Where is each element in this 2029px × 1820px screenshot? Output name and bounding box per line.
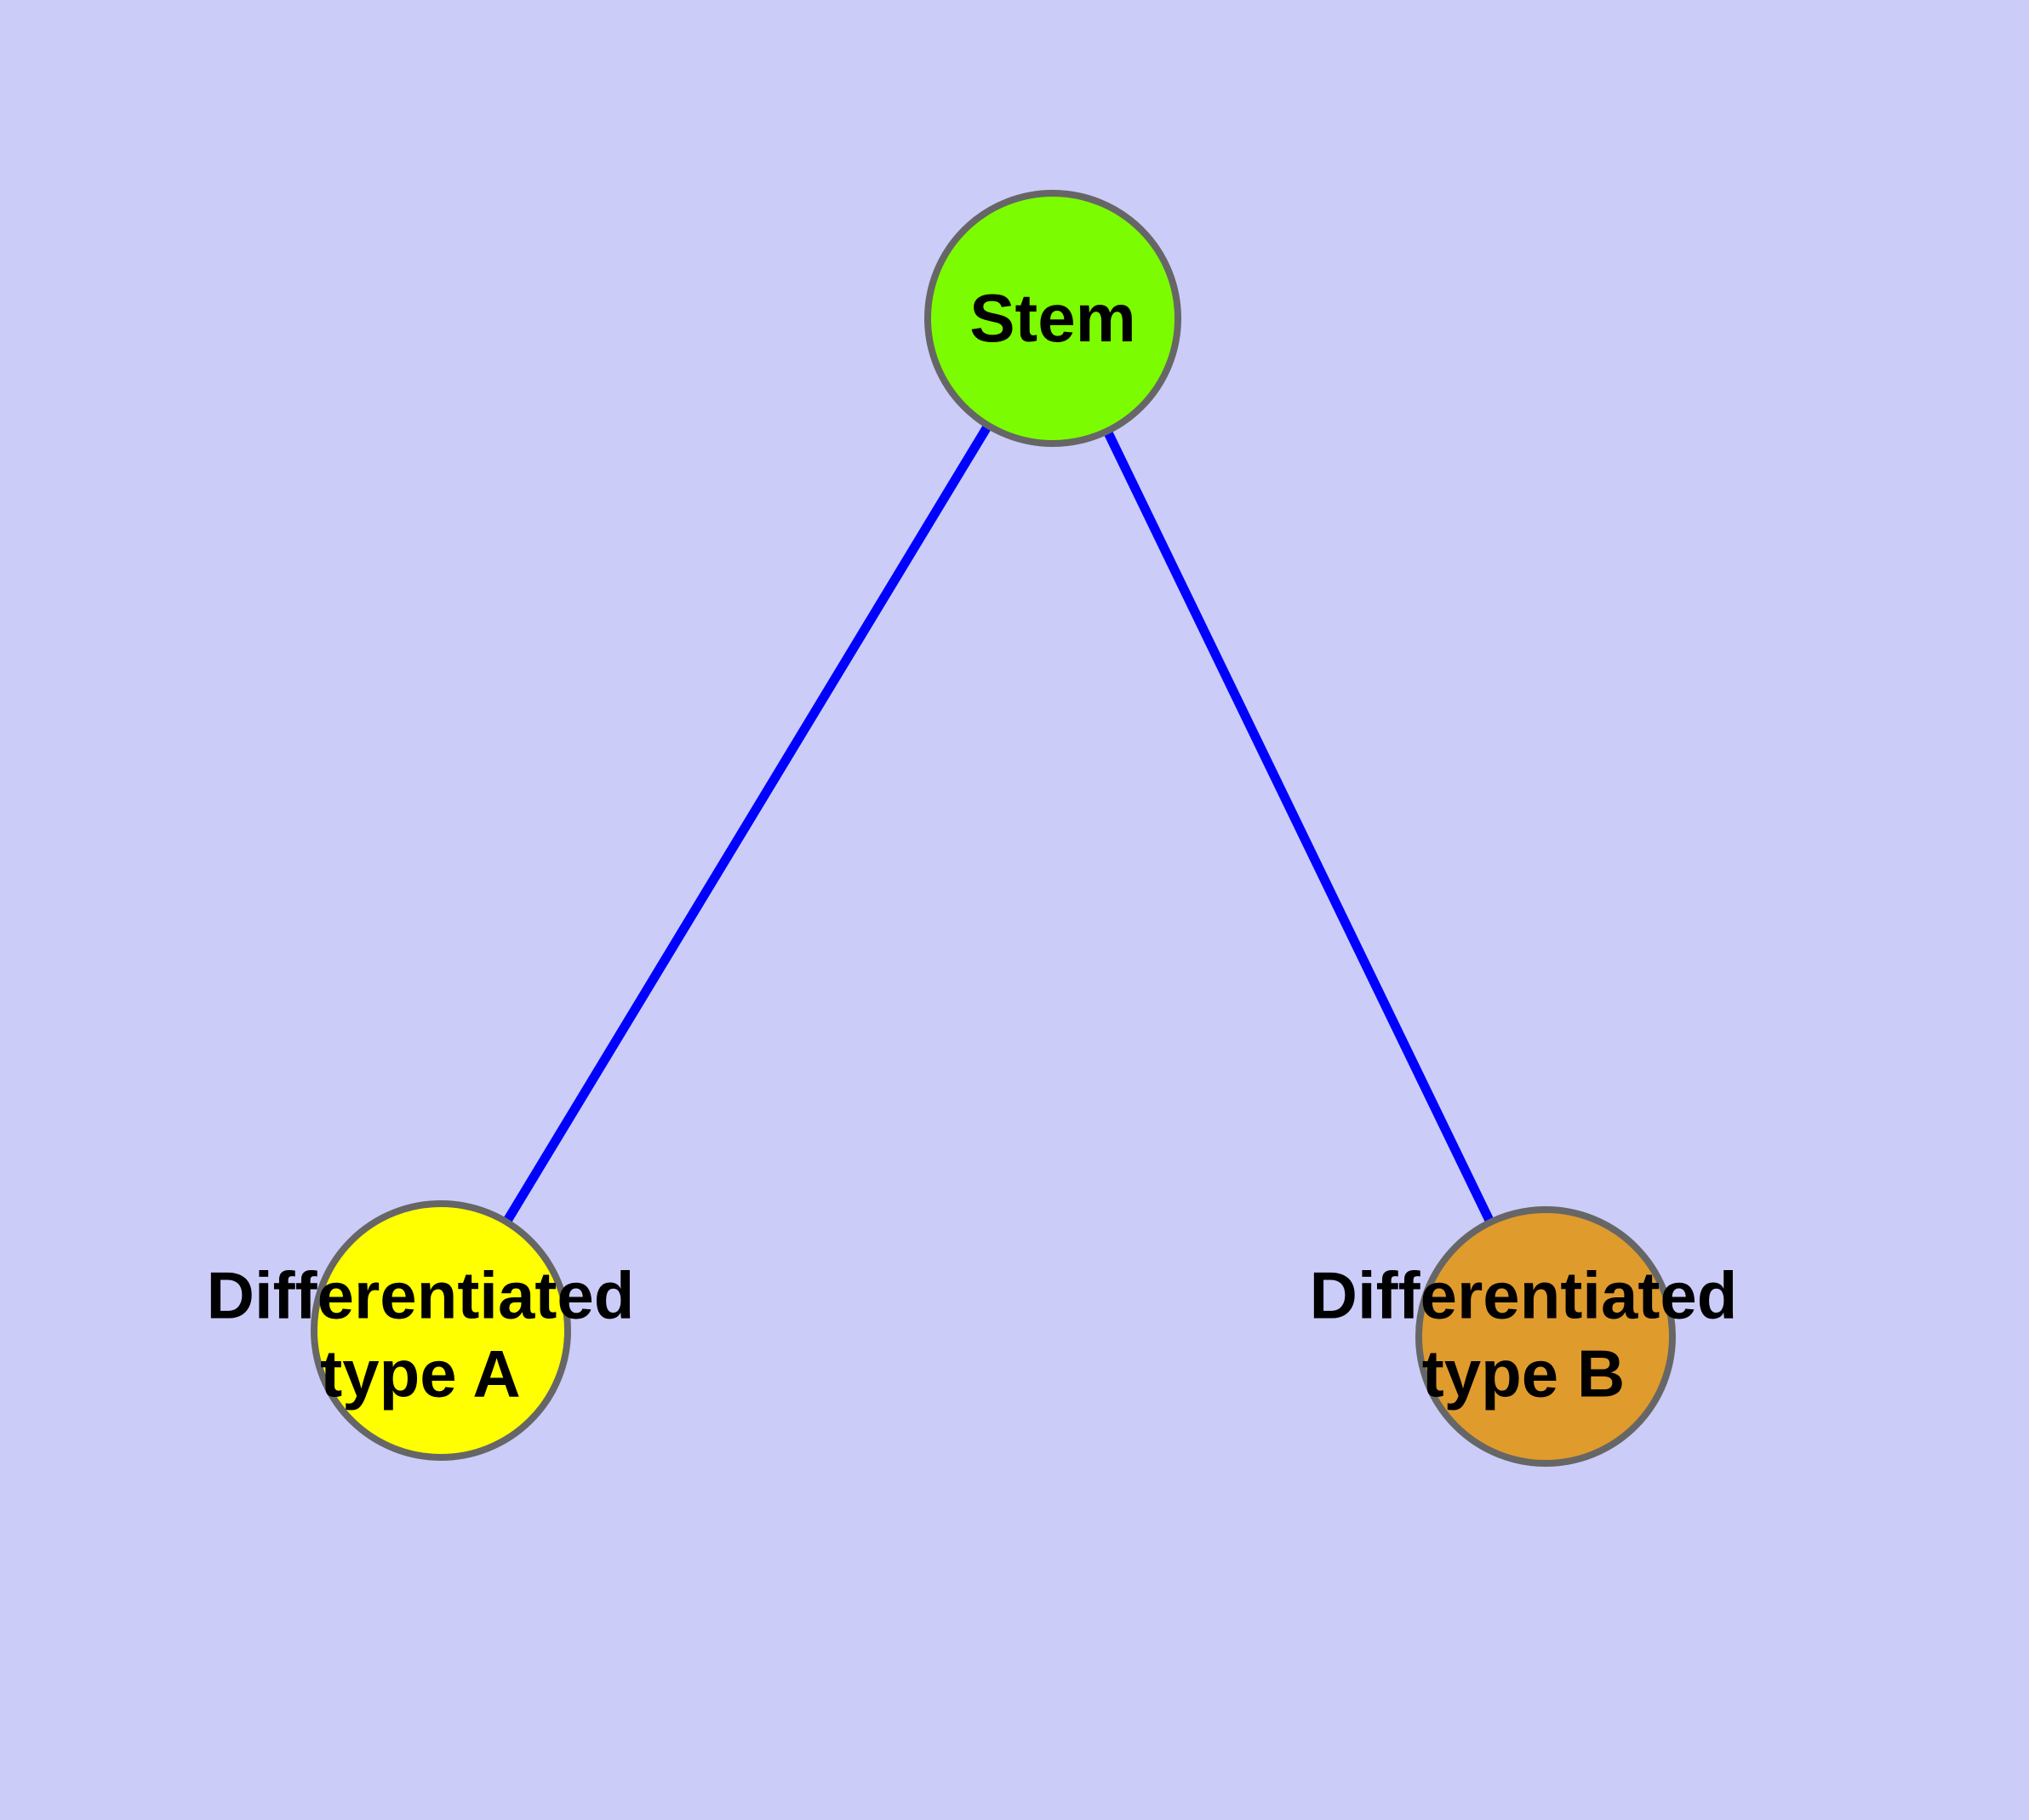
node-differentiated-type-a[interactable] bbox=[311, 1200, 571, 1461]
node-differentiated-type-a-label-line1: Differentiated bbox=[207, 1258, 635, 1333]
node-stem[interactable] bbox=[924, 190, 1181, 447]
node-stem-label: Stem bbox=[969, 280, 1136, 356]
label-layer: Stem Differentiated type A Differentiate… bbox=[207, 280, 1738, 1411]
edge-stem-to-differentiated-type-b[interactable] bbox=[1100, 424, 1497, 1229]
node-differentiated-type-b-label-line1: Differentiated bbox=[1310, 1258, 1738, 1333]
edge-layer bbox=[500, 418, 1497, 1229]
node-stem-circle[interactable] bbox=[924, 190, 1181, 447]
node-differentiated-type-b[interactable] bbox=[1415, 1206, 1676, 1467]
node-differentiated-type-a-label-line2: type A bbox=[320, 1336, 521, 1411]
node-differentiated-type-b-label-line2: type B bbox=[1422, 1336, 1625, 1411]
edge-stem-to-differentiated-type-a[interactable] bbox=[500, 418, 995, 1229]
node-differentiated-type-a-circle[interactable] bbox=[311, 1200, 571, 1461]
node-differentiated-type-b-circle[interactable] bbox=[1415, 1206, 1676, 1467]
